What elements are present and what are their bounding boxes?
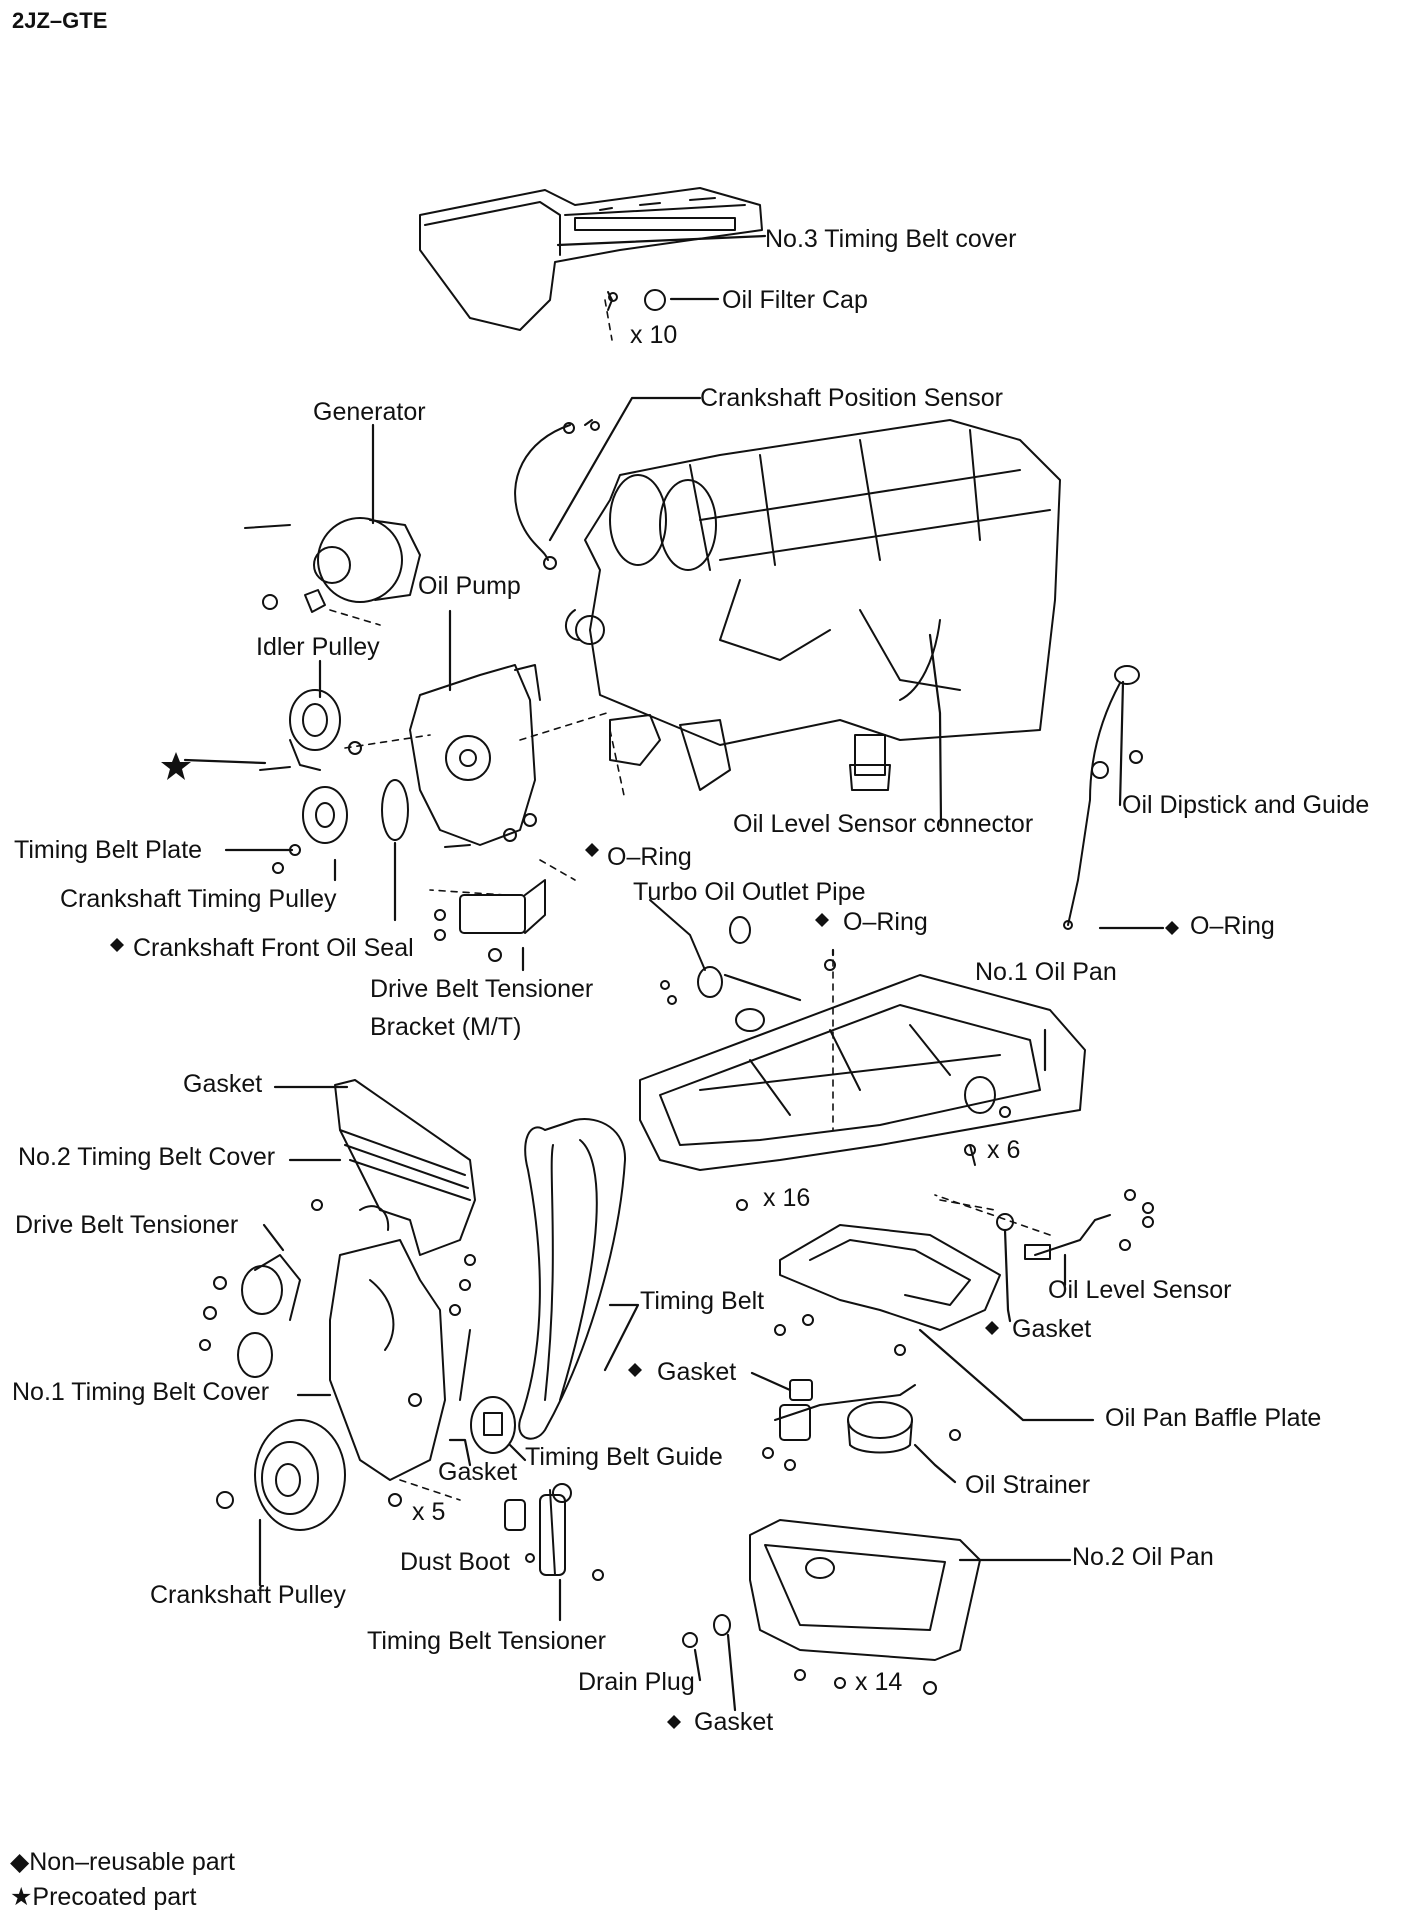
label-timing-belt-guide: Timing Belt Guide <box>525 1443 723 1471</box>
non-reusable-diamond-icon <box>628 1363 642 1377</box>
label-crankshaft-position-sensor: Crankshaft Position Sensor <box>700 384 1003 412</box>
no3-timing-belt-cover-part <box>420 188 762 330</box>
bolt-icon <box>609 293 617 301</box>
o-ring-2-part <box>825 960 835 970</box>
no2-oil-pan-part <box>683 1520 980 1694</box>
non-reusable-diamond-icon <box>667 1715 681 1729</box>
oil-level-sensor-part <box>997 1190 1153 1259</box>
label-x14: x 14 <box>855 1668 903 1696</box>
drive-belt-tensioner-part <box>200 1255 300 1377</box>
label-crankshaft-front-oil-seal: Crankshaft Front Oil Seal <box>133 934 414 962</box>
crankshaft-front-oil-seal-part <box>382 780 408 840</box>
label-turbo-oil-outlet-pipe: Turbo Oil Outlet Pipe <box>633 878 866 906</box>
label-no2-timing-belt-cover: No.2 Timing Belt Cover <box>18 1143 276 1171</box>
label-drive-belt-tensioner-bracket-line1: Drive Belt Tensioner <box>370 975 594 1003</box>
assembly-dashes <box>330 300 1050 1500</box>
oil-pan-baffle-plate-part <box>775 1225 1000 1355</box>
label-gasket-sensor: Gasket <box>1012 1315 1092 1343</box>
precoated-star-icon <box>161 752 191 780</box>
label-no2-oil-pan: No.2 Oil Pan <box>1072 1543 1214 1571</box>
bolt-icon <box>737 1200 747 1210</box>
label-timing-belt-plate: Timing Belt Plate <box>14 836 203 864</box>
label-gasket-cover: Gasket <box>438 1458 518 1486</box>
label-crankshaft-pulley: Crankshaft Pulley <box>150 1581 346 1609</box>
oil-dipstick-part <box>1064 666 1142 929</box>
label-drive-belt-tensioner: Drive Belt Tensioner <box>15 1211 239 1239</box>
generator-part <box>245 518 420 612</box>
legend-non-reusable: ◆Non–reusable part <box>10 1848 235 1876</box>
timing-belt-tensioner-part <box>389 1484 603 1580</box>
label-timing-belt-tensioner: Timing Belt Tensioner <box>367 1627 607 1655</box>
label-gasket-drain: Gasket <box>694 1708 774 1736</box>
non-reusable-diamond-icon <box>1165 921 1179 935</box>
label-o-ring-1: O–Ring <box>607 843 692 871</box>
label-no1-oil-pan: No.1 Oil Pan <box>975 958 1117 986</box>
idler-pulley-part <box>260 690 361 770</box>
drive-belt-tensioner-bracket-part <box>435 880 545 961</box>
label-idler-pulley: Idler Pulley <box>256 633 380 661</box>
oil-strainer-part <box>763 1380 960 1470</box>
label-crankshaft-timing-pulley: Crankshaft Timing Pulley <box>60 885 337 913</box>
oil-pump-part <box>410 665 540 847</box>
label-x6: x 6 <box>987 1136 1021 1164</box>
crankshaft-timing-pulley-part <box>273 787 347 873</box>
label-x5: x 5 <box>412 1498 446 1526</box>
label-dust-boot: Dust Boot <box>400 1548 510 1576</box>
label-o-ring-2: O–Ring <box>843 908 928 936</box>
label-gasket-top: Gasket <box>183 1070 263 1098</box>
bolt-icon <box>1000 1107 1010 1117</box>
label-generator: Generator <box>313 398 426 426</box>
turbo-oil-outlet-pipe-part <box>650 900 764 1031</box>
no2-timing-belt-cover-part <box>312 1080 475 1265</box>
no1-timing-belt-cover-part <box>330 1240 470 1480</box>
label-oil-filter-cap: Oil Filter Cap <box>722 286 868 314</box>
engine-block-part <box>566 420 1060 790</box>
label-oil-level-sensor: Oil Level Sensor <box>1048 1276 1232 1304</box>
label-oil-level-sensor-connector: Oil Level Sensor connector <box>733 810 1034 838</box>
leader-lines <box>185 236 1163 1710</box>
label-oil-pan-baffle-plate: Oil Pan Baffle Plate <box>1105 1404 1322 1432</box>
non-reusable-diamond-icon <box>110 938 124 952</box>
label-drive-belt-tensioner-bracket-line2: Bracket (M/T) <box>370 1013 522 1041</box>
label-no1-timing-belt-cover: No.1 Timing Belt Cover <box>12 1378 270 1406</box>
label-x16: x 16 <box>763 1184 811 1212</box>
crankshaft-position-sensor-part <box>515 420 592 569</box>
label-oil-strainer: Oil Strainer <box>965 1471 1091 1499</box>
label-x10: x 10 <box>630 321 678 349</box>
label-oil-dipstick-and-guide: Oil Dipstick and Guide <box>1122 791 1370 819</box>
label-no3-timing-belt-cover: No.3 Timing Belt cover <box>765 225 1017 253</box>
non-reusable-diamond-icon <box>815 913 829 927</box>
legend-precoated: ★Precoated part <box>10 1883 197 1911</box>
crankshaft-pulley-part <box>217 1420 345 1530</box>
timing-belt-guide-part <box>471 1397 515 1453</box>
no1-oil-pan-part <box>640 975 1085 1170</box>
label-timing-belt: Timing Belt <box>640 1287 765 1315</box>
label-o-ring-3: O–Ring <box>1190 912 1275 940</box>
bolt-icon <box>591 422 599 430</box>
timing-belt-part <box>519 1119 625 1439</box>
page-title: 2JZ–GTE <box>12 8 108 33</box>
label-gasket-strainer: Gasket <box>657 1358 737 1386</box>
non-reusable-diamond-icon <box>985 1321 999 1335</box>
label-oil-pump: Oil Pump <box>418 572 521 600</box>
bolt-icon <box>965 1145 975 1155</box>
label-drain-plug: Drain Plug <box>578 1668 695 1696</box>
non-reusable-diamond-icon <box>585 843 599 857</box>
